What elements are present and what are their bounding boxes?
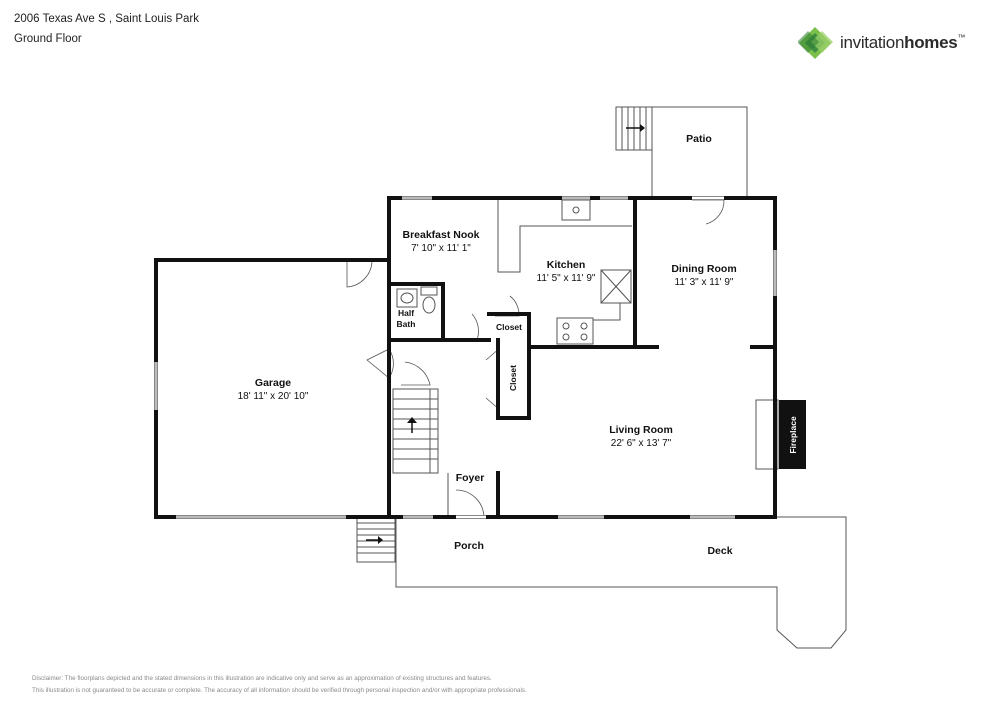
door-swings	[346, 199, 725, 518]
dining-room-label: Dining Room	[671, 263, 736, 275]
hall-closet-label: Closet	[508, 365, 518, 391]
kitchen-dims: 11' 5" x 11' 9"	[537, 273, 596, 284]
deck-label: Deck	[707, 545, 732, 557]
disclaimer-line-2: This illustration is not guaranteed to b…	[32, 687, 527, 694]
brand-logo-icon	[797, 27, 833, 59]
disclaimer-line-1: Disclaimer: The floorplans depicted and …	[32, 675, 492, 682]
fireplace	[779, 400, 806, 469]
patio-arrow-icon	[626, 124, 645, 132]
patio-label: Patio	[686, 133, 712, 145]
kitchen-closet-label: Closet	[496, 322, 522, 332]
fireplace-label: Fireplace	[788, 416, 798, 454]
porch-label: Porch	[454, 540, 484, 552]
kitchen-label: Kitchen	[547, 259, 586, 271]
property-address: 2006 Texas Ave S , Saint Louis Park	[14, 13, 199, 25]
breakfast-nook-label: Breakfast Nook	[402, 229, 479, 241]
brand-name-light: invitation	[840, 33, 905, 52]
stairs-arrow-icon	[407, 417, 417, 433]
porch-deck-area	[356, 516, 847, 649]
brand-name-bold: homes	[904, 33, 958, 52]
floor-label: Ground Floor	[14, 33, 82, 45]
foyer-label: Foyer	[456, 472, 485, 484]
window-panes	[155, 197, 776, 518]
brand-wordmark: invitationhomes™	[840, 33, 966, 52]
interior-fixtures	[392, 199, 779, 517]
garage-dims: 18' 11" x 20' 10"	[238, 391, 309, 402]
patio-area	[615, 106, 748, 198]
porch-arrow-icon	[366, 536, 383, 544]
living-room-label: Living Room	[609, 424, 673, 436]
half-bath-label-line1: Half	[398, 308, 414, 318]
half-bath-label-line2: Bath	[397, 319, 416, 329]
garage-label: Garage	[255, 377, 291, 389]
living-room-dims: 22' 6" x 13' 7"	[611, 438, 672, 449]
breakfast-nook-dims: 7' 10" x 11' 1"	[411, 243, 471, 254]
brand-logo: invitationhomes™	[797, 26, 988, 62]
dining-room-dims: 11' 3" x 11' 9"	[675, 277, 734, 288]
